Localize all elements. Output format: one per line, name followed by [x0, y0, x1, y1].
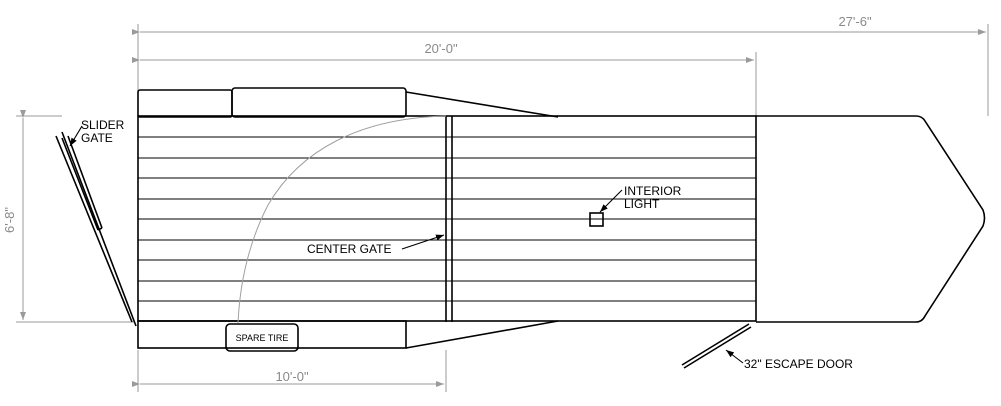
- escape-door-callout: 32" ESCAPE DOOR: [744, 357, 853, 371]
- spare-tire-label: SPARE TIRE: [236, 333, 289, 343]
- box-length-dimension: 20'-0": [132, 41, 757, 116]
- width-dimension: 6'-8": [2, 110, 134, 323]
- interior-light-label-line2: LIGHT: [624, 197, 660, 211]
- slider-gate-label-line1: SLIDER: [81, 118, 125, 132]
- interior-light: [589, 189, 623, 227]
- bottom-fender: [137, 320, 559, 349]
- slider-gate: [55, 131, 137, 327]
- escape-door: [681, 323, 752, 369]
- width-text: 6'-8": [2, 207, 17, 233]
- overall-length-dimension: 27'-6": [132, 14, 989, 116]
- floor-boards: [138, 136, 756, 302]
- interior-light-callout: INTERIOR LIGHT: [624, 184, 682, 211]
- overall-length-text: 27'-6": [838, 14, 872, 29]
- half-length-text: 10'-0": [275, 369, 309, 384]
- top-fender: [137, 87, 559, 118]
- center-gate-callout: CENTER GATE: [307, 234, 445, 256]
- escape-door-label: 32" ESCAPE DOOR: [744, 357, 853, 371]
- interior-light-label-line1: INTERIOR: [624, 184, 682, 198]
- slider-gate-label-line2: GATE: [81, 131, 113, 145]
- box-length-text: 20'-0": [424, 41, 458, 56]
- center-gate: [237, 115, 453, 324]
- slider-gate-callout: SLIDER GATE: [69, 118, 125, 147]
- half-length-dimension: 10'-0": [132, 350, 447, 392]
- spare-tire: SPARE TIRE: [225, 323, 299, 352]
- center-gate-label: CENTER GATE: [307, 242, 391, 256]
